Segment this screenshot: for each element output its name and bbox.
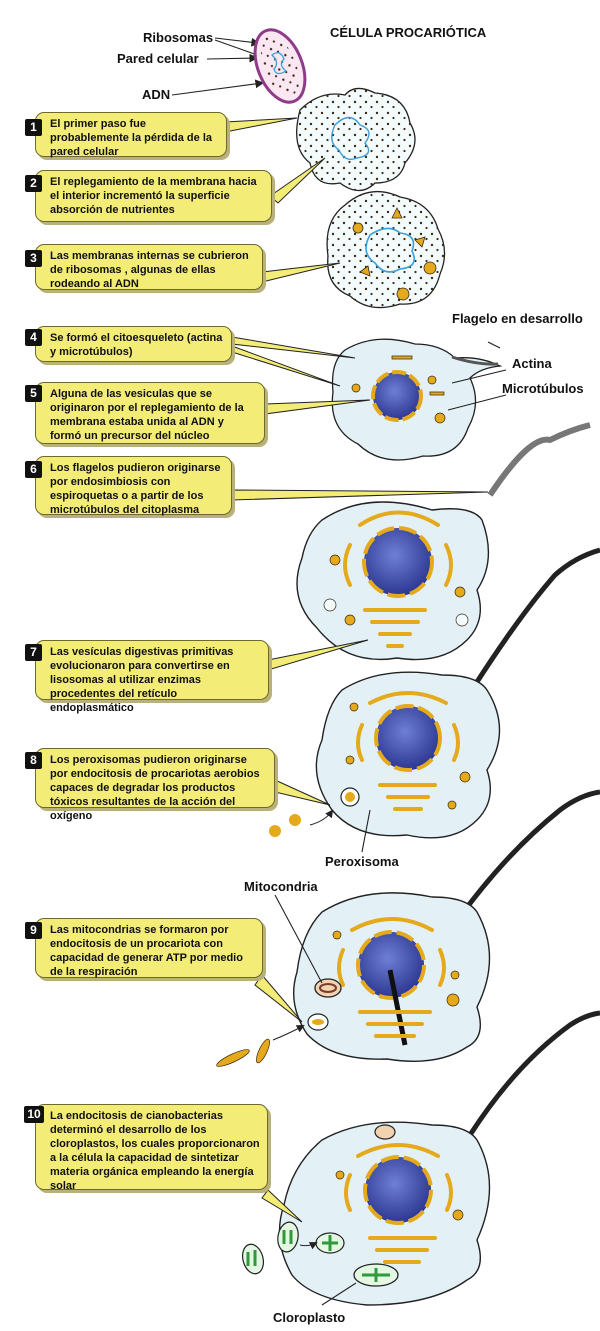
cell-stage-4-5 xyxy=(331,338,503,461)
label-adn: ADN xyxy=(142,87,170,102)
callout-step-2-text: El replegamiento de la membrana hacia el… xyxy=(50,176,257,216)
callout-step-6-text: Los flagelos pudieron originarse por end… xyxy=(50,462,221,516)
step-number-2: 2 xyxy=(25,175,42,192)
cell-stage-7 xyxy=(315,547,600,839)
step-number-8: 8 xyxy=(25,752,42,769)
step-number-9: 9 xyxy=(25,922,42,939)
prokaryotic-cell xyxy=(253,28,307,104)
label-pared-celular: Pared celular xyxy=(117,51,199,66)
callout-step-3-text: Las membranas internas se cubrieron de r… xyxy=(50,250,249,290)
callout-step-1: El primer paso fue probablemente la pérd… xyxy=(35,112,227,158)
cell-stage-1 xyxy=(296,87,416,192)
callout-step-4: Se formó el citoesqueleto (actina y micr… xyxy=(35,326,232,362)
step-number-3: 3 xyxy=(25,250,42,267)
cell-stage-3 xyxy=(326,190,446,309)
step-number-6: 6 xyxy=(25,461,42,478)
callout-step-2: El replegamiento de la membrana hacia el… xyxy=(35,170,272,222)
callout-step-5: Alguna de las vesiculas que se originaro… xyxy=(35,382,265,444)
callout-connectors xyxy=(224,117,489,1223)
callout-step-10-text: La endocitosis de cianobacterias determi… xyxy=(50,1110,260,1192)
callout-step-7: Las vesículas digestivas primitivas evol… xyxy=(35,640,269,714)
step-number-1: 1 xyxy=(25,119,42,136)
step-number-4: 4 xyxy=(25,329,42,346)
peroxisome-group xyxy=(269,787,371,853)
callout-step-5-text: Alguna de las vesiculas que se originaro… xyxy=(50,388,244,442)
callout-step-10: La endocitosis de cianobacterias determi… xyxy=(35,1104,268,1192)
label-ribosomas: Ribosomas xyxy=(143,30,213,45)
step-number-7: 7 xyxy=(25,644,42,661)
label-flagelo: Flagelo en desarrollo xyxy=(452,311,583,326)
step-number-10: 10 xyxy=(24,1106,44,1123)
cell-stage-6 xyxy=(296,422,591,661)
stage-4-5-pointer-lines xyxy=(447,341,507,411)
callout-step-7-text: Las vesículas digestivas primitivas evol… xyxy=(50,646,234,714)
cell-stage-10 xyxy=(241,1010,600,1306)
callout-step-3: Las membranas internas se cubrieron de r… xyxy=(35,244,263,290)
page-title: CÉLULA PROCARIÓTICA xyxy=(330,25,487,40)
callout-step-8-text: Los peroxisomas pudieron originarse por … xyxy=(50,754,260,822)
callout-step-9: Las mitocondrias se formaron por endocit… xyxy=(35,918,263,978)
label-actina: Actina xyxy=(512,356,553,371)
label-peroxisoma: Peroxisoma xyxy=(325,854,399,869)
callout-step-8: Los peroxisomas pudieron originarse por … xyxy=(35,748,275,822)
callout-step-1-text: El primer paso fue probablemente la pérd… xyxy=(50,118,212,158)
cell-stage-9 xyxy=(216,789,600,1067)
callout-step-9-text: Las mitocondrias se formaron por endocit… xyxy=(50,924,243,978)
top-pointer-lines xyxy=(171,37,265,96)
step-number-5: 5 xyxy=(25,385,42,402)
label-mitocondria: Mitocondria xyxy=(244,879,318,894)
label-cloroplasto: Cloroplasto xyxy=(273,1310,345,1325)
callout-step-4-text: Se formó el citoesqueleto (actina y micr… xyxy=(50,332,223,358)
label-microtubulos: Microtúbulos xyxy=(502,381,584,396)
callout-step-6: Los flagelos pudieron originarse por end… xyxy=(35,456,232,516)
